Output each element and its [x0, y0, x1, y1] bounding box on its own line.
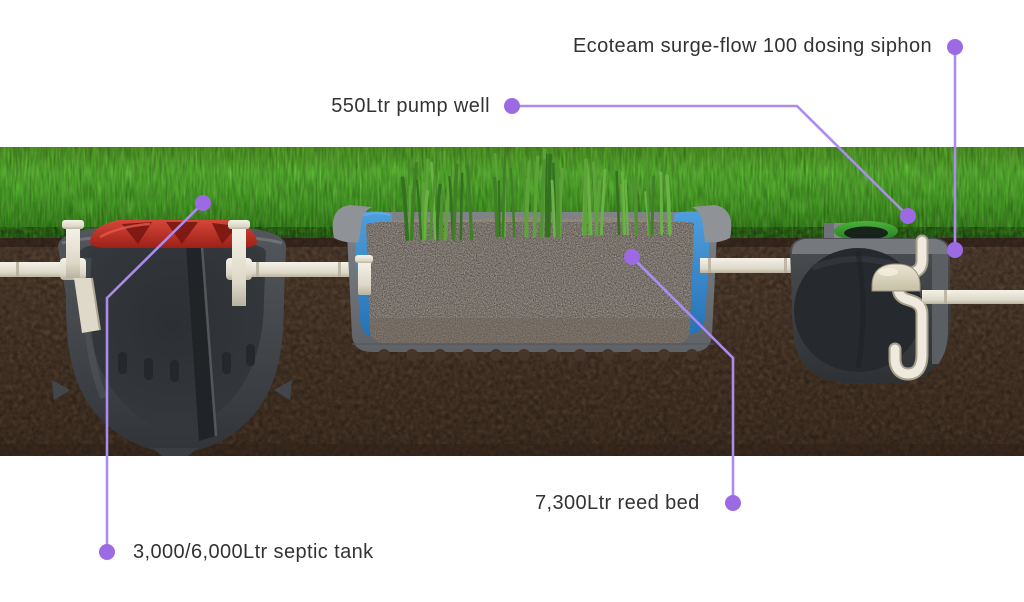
callout-dot	[504, 98, 520, 114]
shell-lip-left	[332, 205, 372, 243]
callouts	[105, 47, 957, 552]
callout-dot	[725, 495, 741, 511]
callout-dot	[624, 249, 640, 265]
label-septic-tank: 3,000/6,000Ltr septic tank	[133, 541, 374, 563]
reed-bed-outlet-pipe	[700, 258, 800, 273]
siphon-bell	[871, 263, 921, 292]
callout-dots	[99, 39, 963, 560]
tank-baffle	[186, 246, 216, 441]
reed-bed-feet	[378, 349, 698, 361]
pump-well-outlet-pipe	[922, 290, 1024, 304]
reeds	[400, 148, 672, 241]
callout-dot	[947, 39, 963, 55]
callout-line-pump-well	[512, 104, 909, 217]
tank-ribs	[118, 344, 255, 382]
reed-bed-graphic	[332, 148, 732, 361]
label-pump-well: 550Ltr pump well	[331, 95, 490, 117]
callout-dot	[900, 208, 916, 224]
shell-lip-right	[692, 205, 732, 243]
pump-well-graphic	[790, 221, 1024, 383]
reed-bed-inlet-elbow	[355, 255, 373, 295]
septic-inlet-pipe	[0, 220, 101, 333]
label-dosing-siphon: Ecoteam surge-flow 100 dosing siphon	[572, 35, 932, 57]
dosing-siphon-assembly	[871, 234, 1024, 381]
septic-tank-graphic	[0, 220, 362, 456]
label-reed-bed: 7,300Ltr reed bed	[535, 492, 700, 514]
callout-dot	[947, 242, 963, 258]
callout-dot	[195, 195, 211, 211]
callout-dot	[99, 544, 115, 560]
callout-line-reed-bed	[631, 256, 735, 503]
callout-line-septic-tank	[105, 202, 204, 552]
septic-outlet-pipe	[226, 220, 362, 306]
